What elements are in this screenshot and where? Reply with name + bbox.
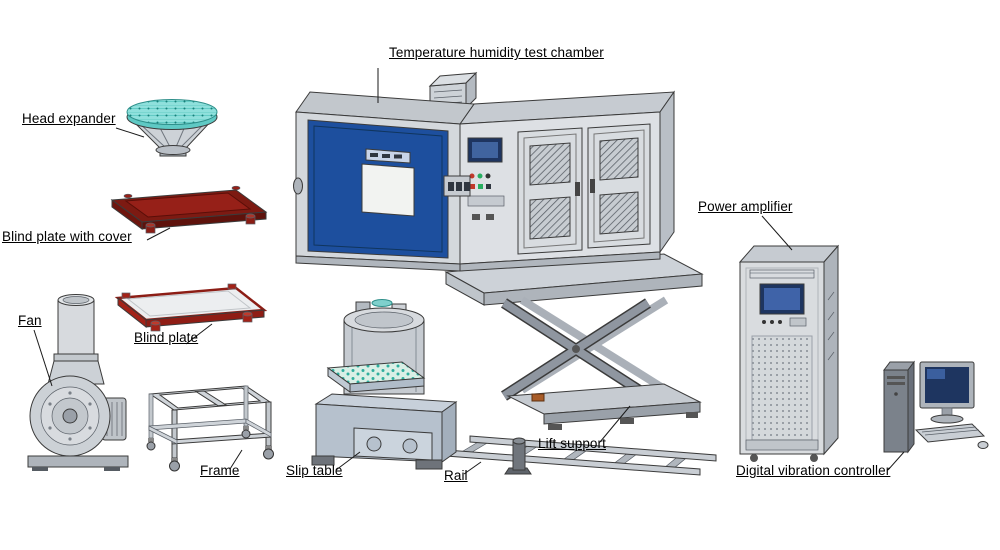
label-fan: Fan [18, 313, 42, 328]
chamber-control-panel [467, 137, 505, 220]
rail-stopper [504, 437, 532, 475]
caster-wheel [810, 454, 818, 462]
label-rail: Rail [444, 468, 468, 483]
leader-power-amplifier [761, 215, 793, 251]
slip-plate [326, 361, 426, 393]
blind-plate-illustration [114, 283, 268, 332]
leader-frame [229, 449, 243, 470]
mouse [977, 441, 989, 449]
label-head-expander: Head expander [22, 111, 116, 126]
head-expander-top [126, 99, 218, 125]
lift-support-illustration [444, 253, 704, 430]
caster-wheel [146, 441, 156, 451]
label-digital-vibration-controller: Digital vibration controller [736, 463, 891, 478]
drum-top-teal-fixture [371, 299, 393, 307]
caster-wheel [263, 448, 274, 460]
amplifier-vent-grille [751, 335, 813, 441]
label-lift-support: Lift support [538, 436, 606, 451]
label-blind-plate: Blind plate [134, 330, 199, 345]
label-power-amplifier: Power amplifier [698, 199, 793, 214]
label-blind-plate-with-cover: Blind plate with cover [2, 229, 132, 244]
power-amplifier-illustration [738, 244, 840, 462]
leader-rail [463, 461, 482, 475]
leader-lines [33, 68, 905, 475]
digital-vibration-controller-illustration [883, 360, 989, 454]
rail-illustration [445, 435, 717, 476]
chamber-side-port [293, 177, 303, 195]
door-handle [575, 182, 580, 196]
slip-table-illustration [311, 299, 458, 470]
lift-accessory-block [531, 393, 545, 402]
label-slip-table: Slip table [286, 463, 343, 478]
leader-slip-table [335, 451, 361, 471]
leader-head-expander [115, 127, 145, 138]
door-handle [590, 179, 595, 193]
fan-illustration [27, 294, 129, 471]
chamber-right-door-2 [587, 123, 651, 249]
caster-wheel [169, 460, 180, 472]
label-frame: Frame [200, 463, 240, 478]
frame-illustration [146, 385, 274, 472]
leader-controller [887, 451, 905, 471]
caster-wheel [241, 429, 251, 439]
temperature-humidity-test-chamber-illustration [293, 71, 676, 272]
scissor-pivot [572, 345, 580, 353]
caster-wheel [750, 454, 758, 462]
chamber-right-door-1 [517, 127, 583, 255]
leader-blind-plate [185, 323, 213, 345]
blind-plate-with-cover-illustration [110, 185, 268, 234]
head-expander-illustration [126, 99, 218, 157]
chamber-door-panel [361, 163, 415, 217]
leader-fan [33, 329, 53, 387]
leader-lift-support [599, 405, 631, 443]
label-temperature-humidity-test-chamber: Temperature humidity test chamber [389, 45, 604, 60]
leader-blind-plate-with-cover [146, 227, 171, 241]
